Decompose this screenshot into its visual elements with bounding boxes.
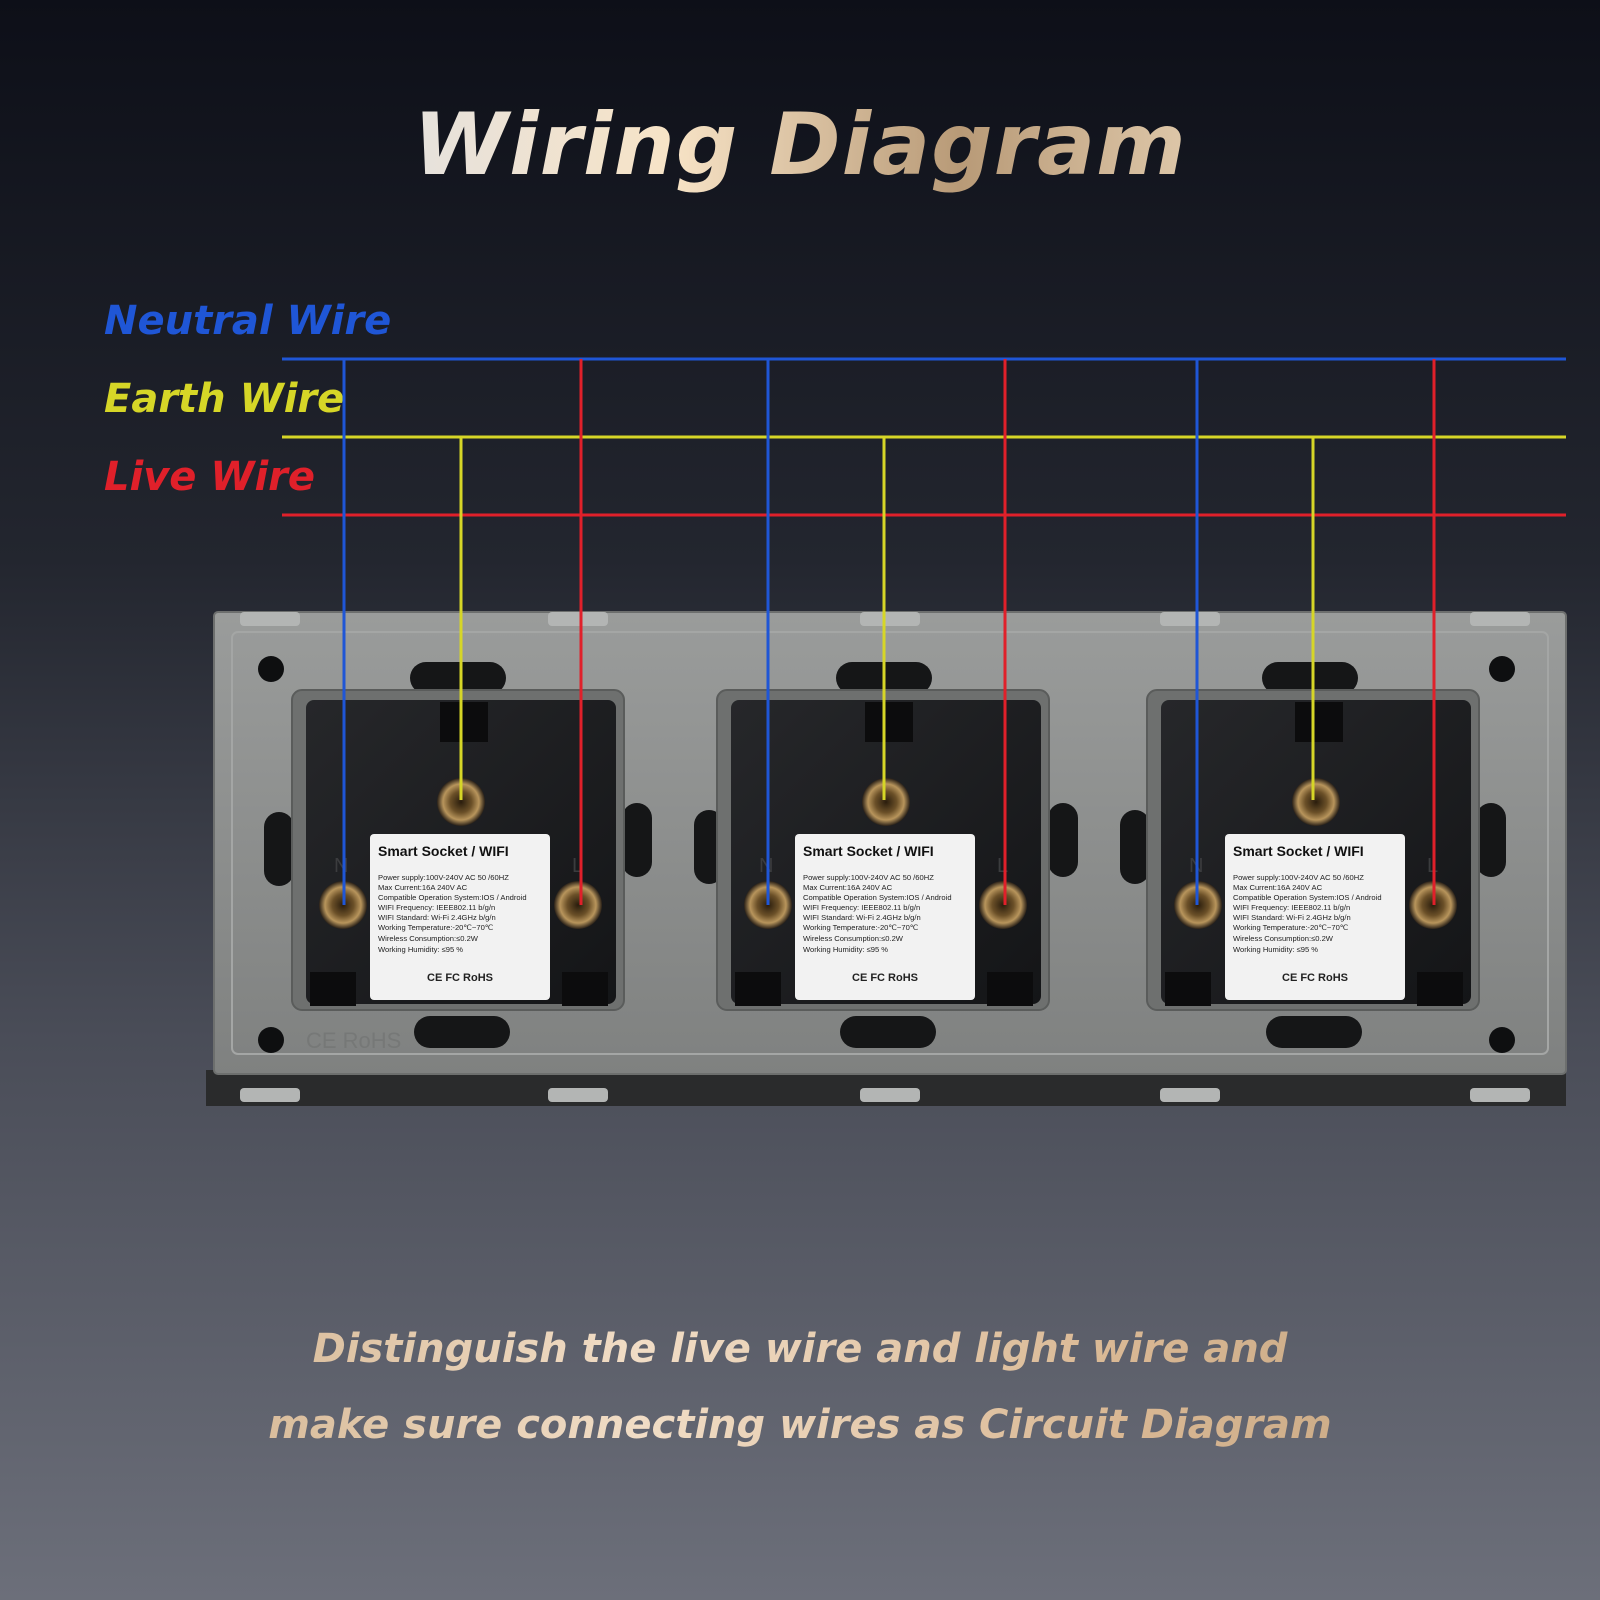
earth-terminal-icon [437, 778, 485, 826]
spec-line: Compatible Operation System:IOS / Androi… [1233, 893, 1382, 902]
spec-line: WIFI Frequency: IEEE802.11 b/g/n [378, 903, 495, 912]
spec-line: Compatible Operation System:IOS / Androi… [378, 893, 527, 902]
plate-ce-rohs-mark: CE RoHS [306, 1028, 401, 1053]
terminal-l-label: L [997, 855, 1008, 877]
spec-line: Working Temperature:-20℃~70℃ [1233, 923, 1349, 932]
spec-line: Working Humidity: ≤95 % [378, 945, 463, 954]
spec-line: Max Current:16A 240V AC [1233, 883, 1323, 892]
spec-label-title: Smart Socket / WIFI [378, 843, 509, 859]
live-terminal-icon [979, 881, 1027, 929]
earth-terminal-icon [862, 778, 910, 826]
spec-line: Working Temperature:-20℃~70℃ [803, 923, 919, 932]
socket-module-1: N L Smart Socket / WIFI Power supply:100… [291, 689, 625, 1011]
spec-line: Compatible Operation System:IOS / Androi… [803, 893, 952, 902]
caption-line-2: make sure connecting wires as Circuit Di… [0, 1402, 1600, 1448]
spec-line: Max Current:16A 240V AC [803, 883, 893, 892]
spec-line: Power supply:100V-240V AC 50 /60HZ [1233, 873, 1364, 882]
terminal-n-label: N [334, 855, 348, 877]
spec-line: Power supply:100V-240V AC 50 /60HZ [803, 873, 934, 882]
earth-terminal-icon [1292, 778, 1340, 826]
spec-label [795, 834, 975, 1000]
spec-label [370, 834, 550, 1000]
spec-line: Working Temperature:-20℃~70℃ [378, 923, 494, 932]
spec-line: Max Current:16A 240V AC [378, 883, 468, 892]
spec-line: WIFI Standard: Wi-Fi 2.4GHz b/g/n [1233, 913, 1351, 922]
spec-line: Power supply:100V-240V AC 50 /60HZ [378, 873, 509, 882]
spec-label-title: Smart Socket / WIFI [803, 843, 934, 859]
spec-line: WIFI Standard: Wi-Fi 2.4GHz b/g/n [378, 913, 496, 922]
spec-label-title: Smart Socket / WIFI [1233, 843, 1364, 859]
spec-line: Working Humidity: ≤95 % [1233, 945, 1318, 954]
spec-label [1225, 834, 1405, 1000]
cert-marks: CE FC RoHS [427, 972, 493, 984]
spec-line: WIFI Frequency: IEEE802.11 b/g/n [803, 903, 920, 912]
neutral-wire-label: Neutral Wire [104, 298, 392, 344]
cert-marks: CE FC RoHS [1282, 972, 1348, 984]
spec-line: Wireless Consumption:≤0.2W [378, 934, 479, 943]
live-terminal-icon [554, 881, 602, 929]
terminal-l-label: L [572, 855, 583, 877]
spec-line: Working Humidity: ≤95 % [803, 945, 888, 954]
spec-line: Wireless Consumption:≤0.2W [1233, 934, 1334, 943]
earth-wire-label: Earth Wire [104, 376, 345, 422]
terminal-n-label: N [759, 855, 773, 877]
socket-module-2: N L Smart Socket / WIFI Power supply:100… [716, 689, 1050, 1011]
spec-line: WIFI Standard: Wi-Fi 2.4GHz b/g/n [803, 913, 921, 922]
cert-marks: CE FC RoHS [852, 972, 918, 984]
page-title: Wiring Diagram [0, 95, 1600, 195]
live-wire-label: Live Wire [104, 454, 316, 500]
spec-line: Wireless Consumption:≤0.2W [803, 934, 904, 943]
caption-line-1: Distinguish the live wire and light wire… [0, 1326, 1600, 1372]
spec-line: WIFI Frequency: IEEE802.11 b/g/n [1233, 903, 1350, 912]
